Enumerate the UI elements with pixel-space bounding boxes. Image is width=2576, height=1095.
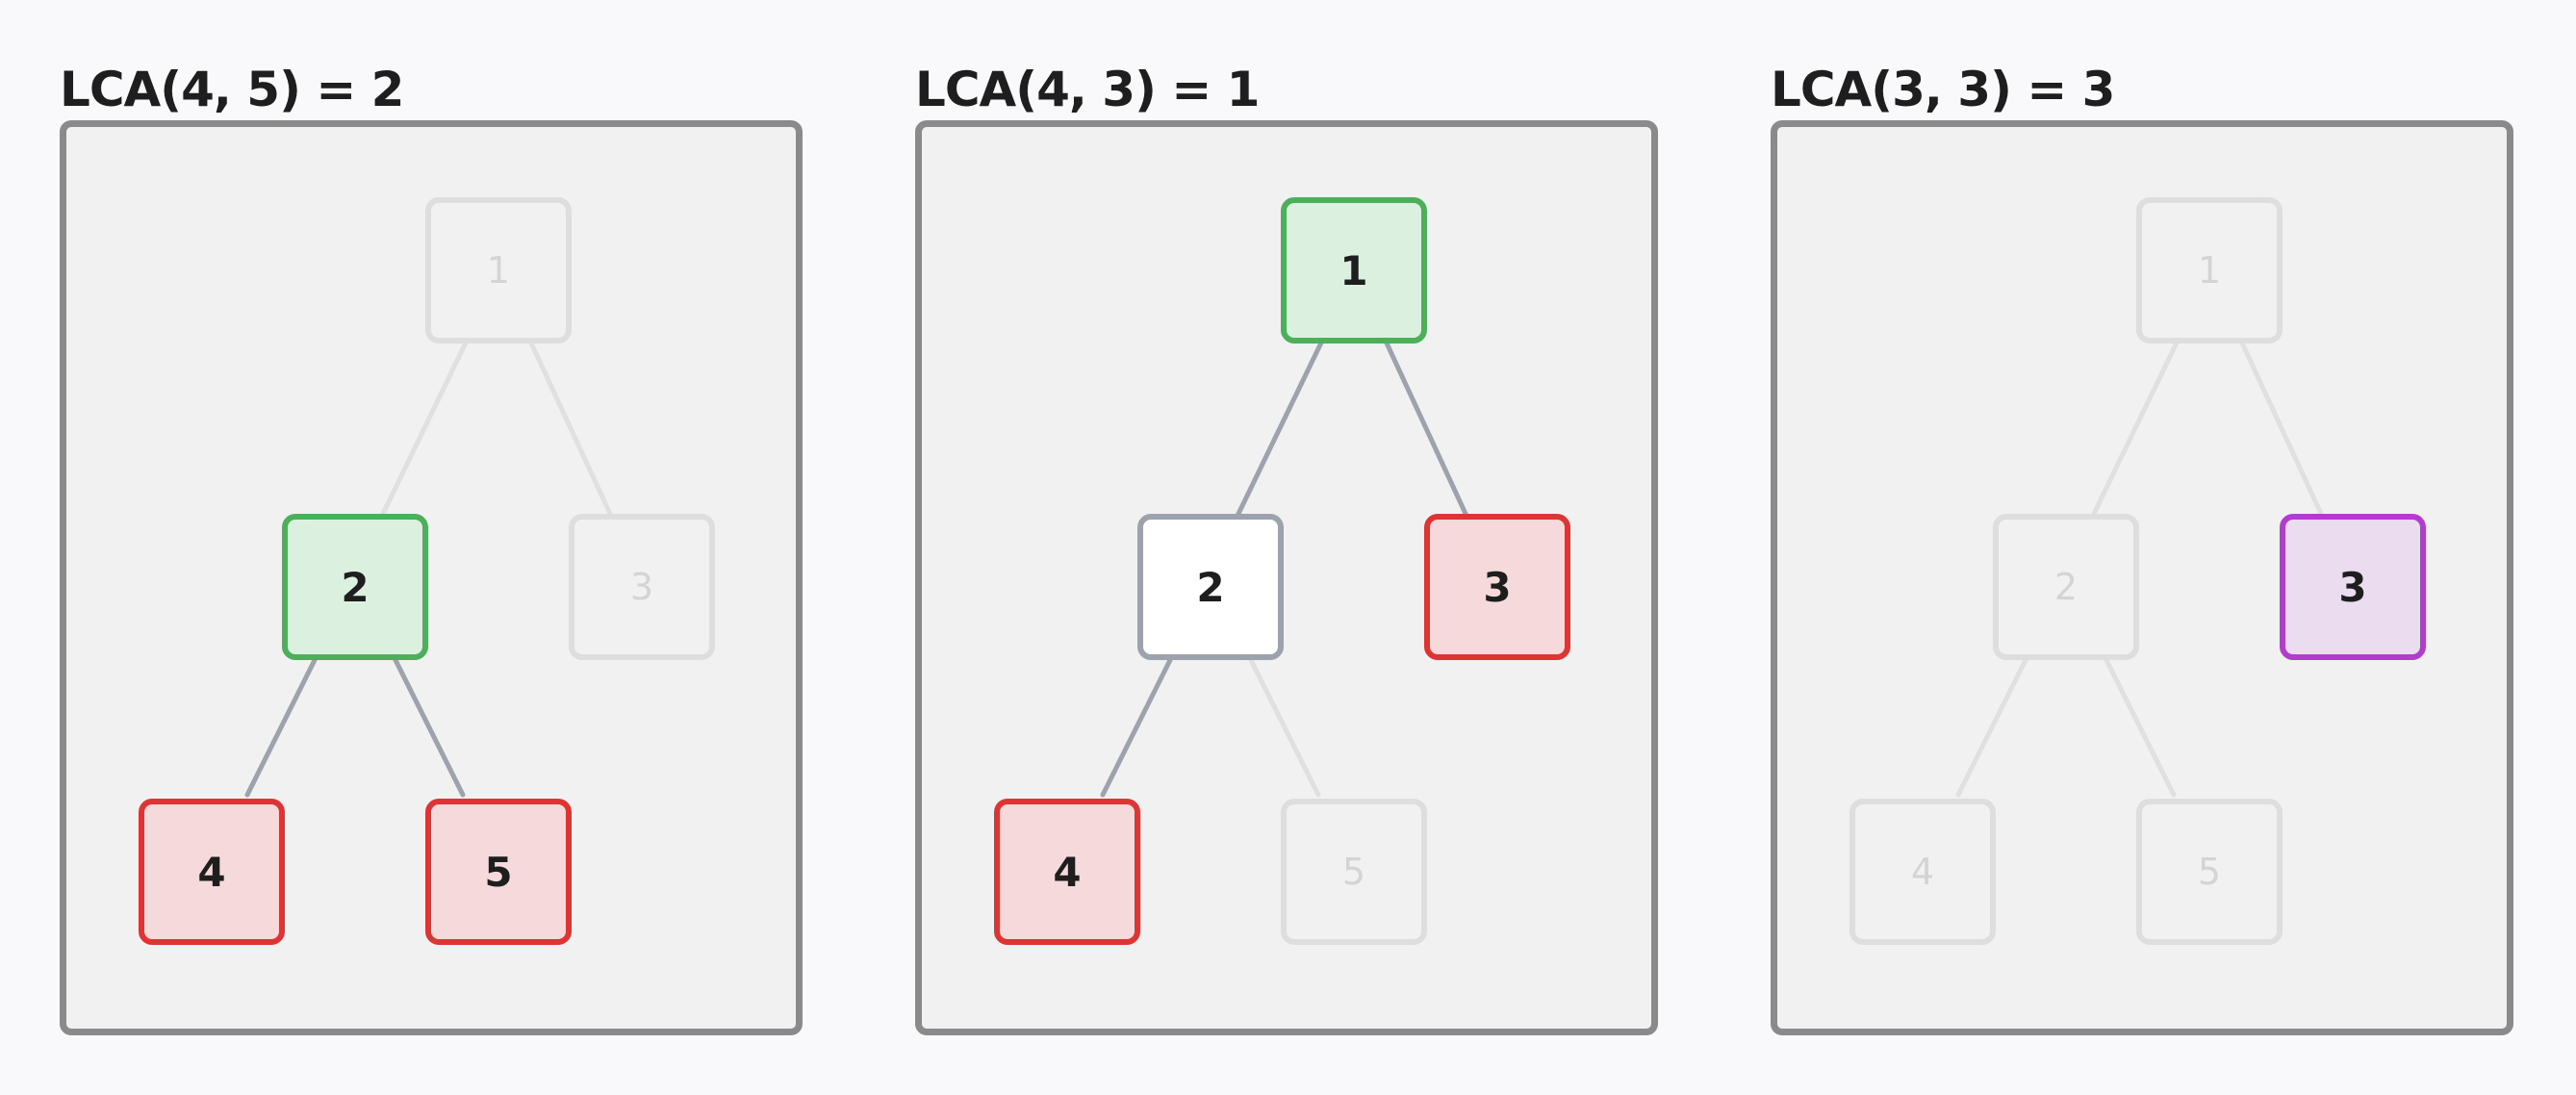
tree-node-4: 4 bbox=[139, 799, 285, 945]
panel-title: LCA(4, 5) = 2 bbox=[60, 62, 404, 117]
tree-panel: 1 2 3 4 5 bbox=[1771, 120, 2513, 1035]
tree-node-1: 1 bbox=[2136, 197, 2283, 344]
tree-edges bbox=[1100, 334, 1469, 798]
tree-edges bbox=[244, 334, 614, 798]
tree-node-2: 2 bbox=[1137, 514, 1284, 660]
tree-node-2: 2 bbox=[1993, 514, 2139, 660]
tree-node-3: 3 bbox=[2280, 514, 2426, 660]
tree-node-5: 5 bbox=[425, 799, 572, 945]
tree-node-2: 2 bbox=[282, 514, 428, 660]
panel-title: LCA(4, 3) = 1 bbox=[915, 62, 1260, 117]
edge-1-3 bbox=[1381, 334, 1469, 519]
tree-node-4: 4 bbox=[1849, 799, 1996, 945]
edge-2-5 bbox=[1246, 653, 1321, 798]
edge-2-4 bbox=[244, 653, 319, 798]
edge-1-3 bbox=[525, 334, 614, 519]
panel-title: LCA(3, 3) = 3 bbox=[1771, 62, 2115, 117]
edge-2-5 bbox=[2102, 653, 2177, 798]
tree-node-3: 3 bbox=[569, 514, 715, 660]
tree-panel: 1 2 3 4 5 bbox=[60, 120, 803, 1035]
edge-1-2 bbox=[379, 334, 472, 519]
edge-1-3 bbox=[2236, 334, 2325, 519]
tree-node-4: 4 bbox=[994, 799, 1140, 945]
edge-1-2 bbox=[1235, 334, 1327, 519]
tree-edges bbox=[1955, 334, 2325, 798]
tree-node-5: 5 bbox=[1281, 799, 1427, 945]
edge-1-2 bbox=[2090, 334, 2182, 519]
edge-2-5 bbox=[391, 653, 466, 798]
tree-panel: 1 2 3 4 5 bbox=[915, 120, 1658, 1035]
edge-2-4 bbox=[1955, 653, 2030, 798]
edge-2-4 bbox=[1100, 653, 1175, 798]
tree-node-1: 1 bbox=[425, 197, 572, 344]
tree-node-5: 5 bbox=[2136, 799, 2283, 945]
tree-node-1: 1 bbox=[1281, 197, 1427, 344]
tree-node-3: 3 bbox=[1424, 514, 1570, 660]
